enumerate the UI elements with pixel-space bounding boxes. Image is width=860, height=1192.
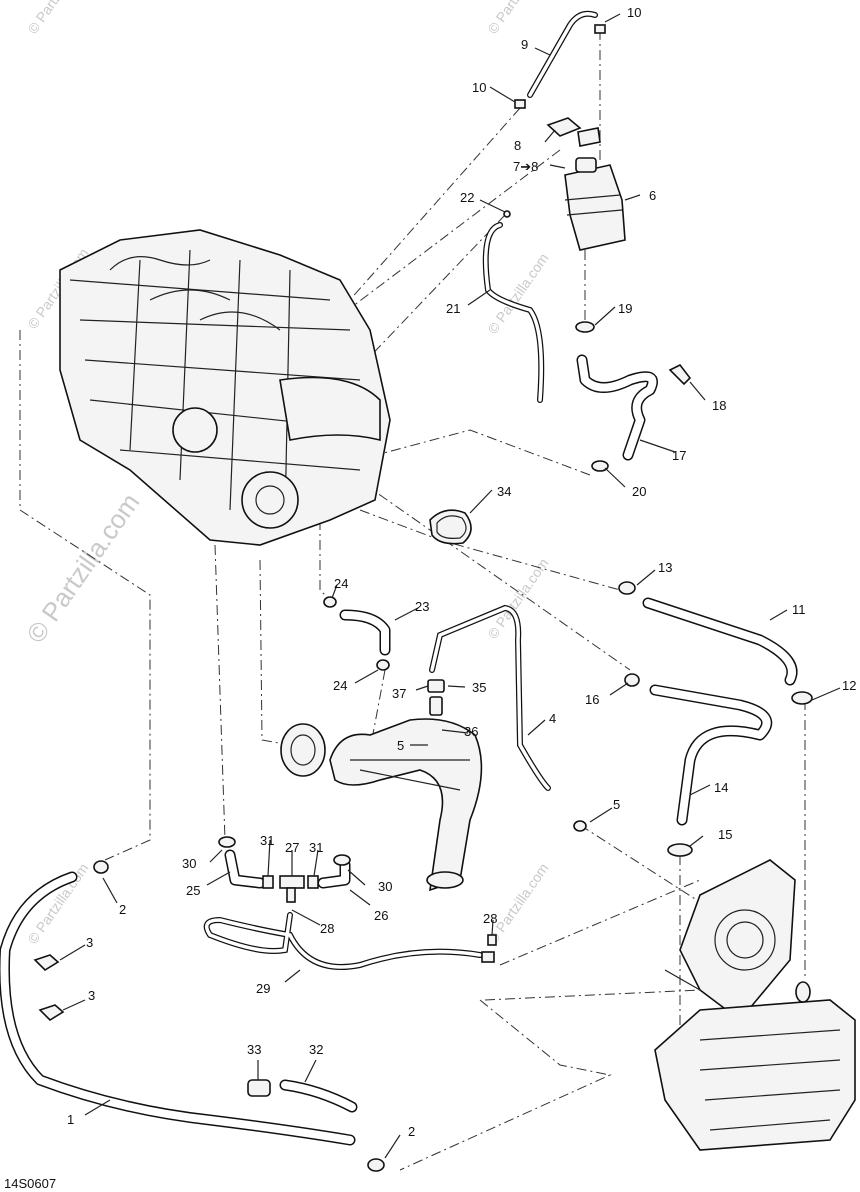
callout-6: 6 [649, 188, 656, 203]
clips-3 [33, 954, 65, 1022]
callout-16: 16 [585, 692, 599, 707]
gasket-34 [429, 509, 472, 545]
callout-18: 18 [712, 398, 726, 413]
callout-22: 22 [460, 190, 474, 205]
hose-14 [624, 673, 773, 857]
callout-8: 8 [514, 138, 521, 153]
callout-2: 2 [408, 1124, 415, 1139]
sleeves-32-33 [247, 1079, 358, 1113]
ride-plate [654, 981, 856, 1151]
hose-4 [429, 604, 587, 832]
callout-10: 10 [472, 80, 486, 95]
coolant-reservoir [546, 117, 626, 251]
callout-3: 3 [86, 935, 93, 950]
callout-31: 31 [309, 840, 323, 855]
hose-17 [575, 321, 692, 472]
callouts: 10 9 10 8 7➔8 6 22 21 19 18 17 20 34 13 … [67, 5, 856, 1139]
watermark-small: © Partzilla.com [484, 860, 551, 946]
callout-33: 33 [247, 1042, 261, 1057]
hose-9 [514, 10, 606, 109]
callout-31: 31 [260, 833, 274, 848]
leader-lines [59, 13, 841, 1159]
callout-28: 28 [320, 921, 334, 936]
hose-21 [482, 210, 545, 403]
watermark-small: © Partzilla.com [484, 0, 551, 37]
hose-23 [323, 596, 391, 671]
callout-24: 24 [333, 678, 347, 693]
callout-27: 27 [285, 840, 299, 855]
callout-2: 2 [119, 902, 126, 917]
callout-30: 30 [182, 856, 196, 871]
callout-1: 1 [67, 1112, 74, 1127]
callout-34: 34 [497, 484, 511, 499]
callout-21: 21 [446, 301, 460, 316]
jet-pump-housing [664, 859, 796, 1022]
watermark-main: © Partzilla.com [20, 488, 145, 649]
callout-26: 26 [374, 908, 388, 923]
callout-28: 28 [483, 911, 497, 926]
callout-25: 25 [186, 883, 200, 898]
callout-17: 17 [672, 448, 686, 463]
callout-9: 9 [521, 37, 528, 52]
callout-37: 37 [392, 686, 406, 701]
callout-4: 4 [549, 711, 556, 726]
callout-30: 30 [378, 879, 392, 894]
callout-5: 5 [397, 738, 404, 753]
callout-7-to-8: 7➔8 [513, 159, 538, 174]
engine-block [59, 229, 391, 546]
callout-20: 20 [632, 484, 646, 499]
callout-24: 24 [334, 576, 348, 591]
callout-13: 13 [658, 560, 672, 575]
hose-11 [618, 581, 813, 705]
callout-15: 15 [718, 827, 732, 842]
callout-5: 5 [613, 797, 620, 812]
figure-code: 14S0607 [4, 1176, 56, 1191]
exhaust-pipe [280, 718, 483, 892]
callout-36: 36 [464, 724, 478, 739]
hose-1 [0, 860, 385, 1172]
callout-23: 23 [415, 599, 429, 614]
callout-35: 35 [472, 680, 486, 695]
callout-12: 12 [842, 678, 856, 693]
callout-14: 14 [714, 780, 728, 795]
callout-11: 11 [792, 602, 806, 617]
callout-29: 29 [256, 981, 270, 996]
callout-3: 3 [88, 988, 95, 1003]
callout-19: 19 [618, 301, 632, 316]
callout-32: 32 [309, 1042, 323, 1057]
hose-29 [203, 912, 497, 970]
watermark-small: © Partzilla.com [24, 0, 91, 37]
callout-10: 10 [627, 5, 641, 20]
tee-assembly [218, 836, 351, 903]
connection-lines [19, 30, 806, 1171]
